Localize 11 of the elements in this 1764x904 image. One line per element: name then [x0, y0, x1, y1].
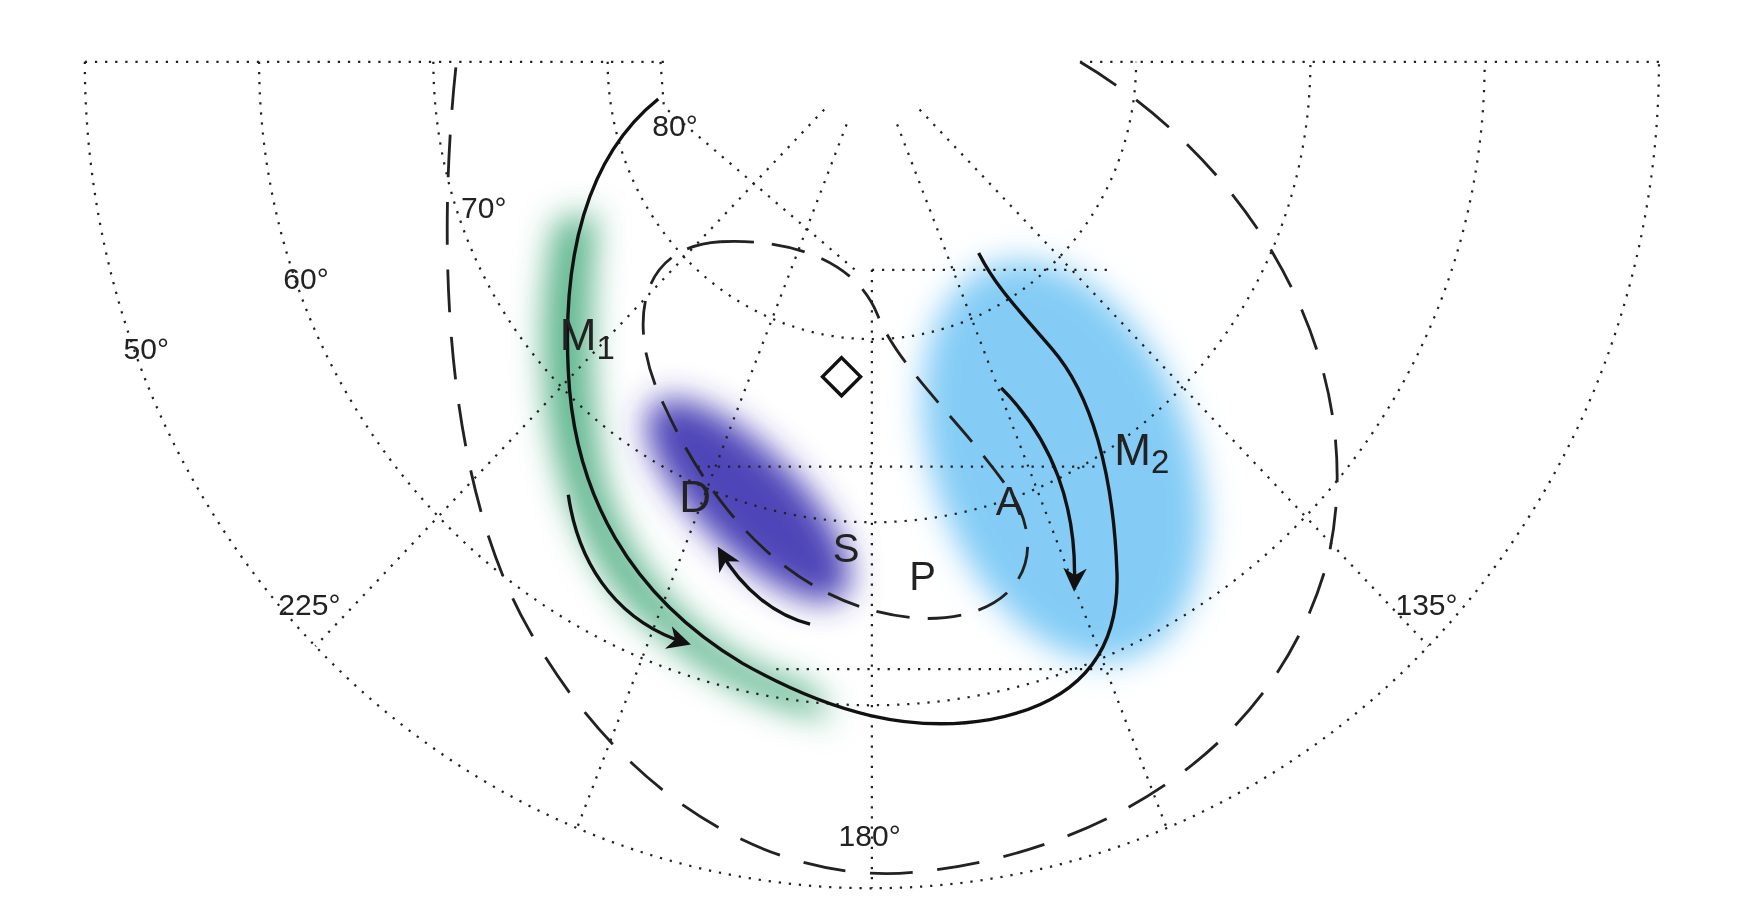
longitude-label: 180°	[838, 820, 901, 851]
longitude-label: 135°	[1395, 590, 1458, 621]
region-label: P	[909, 556, 936, 596]
latitude-label: 50°	[123, 333, 169, 364]
latitude-label: 60°	[283, 264, 329, 294]
region-label: M$_{2}$	[1114, 428, 1170, 472]
region-label: S	[832, 527, 860, 568]
longitude-label: 225°	[278, 590, 341, 621]
latitude-label: 70°	[461, 193, 507, 224]
latitude-label: 80°	[652, 111, 698, 141]
region-label: D	[679, 475, 712, 520]
